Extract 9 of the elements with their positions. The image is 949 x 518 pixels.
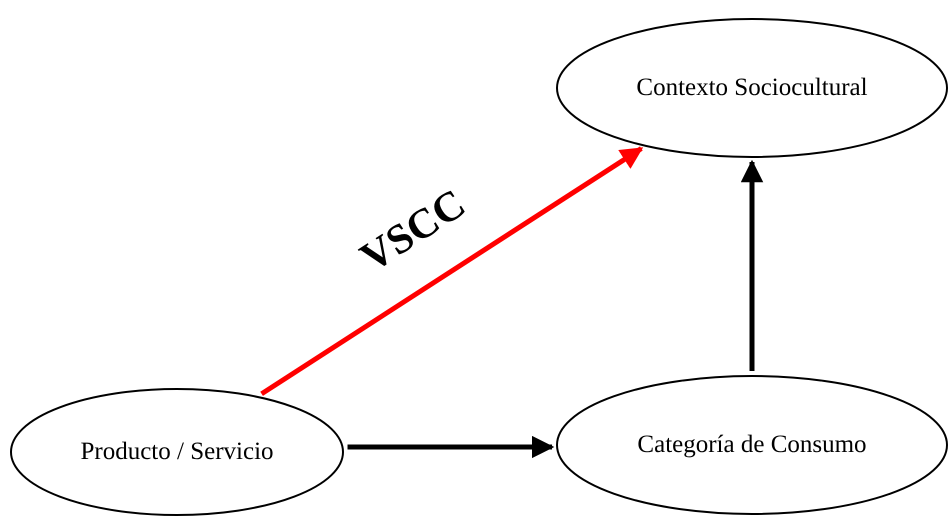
arrow	[260, 146, 644, 396]
arrow	[740, 160, 764, 371]
arrow	[348, 436, 554, 458]
node-label: Producto / Servicio	[80, 438, 274, 466]
ellipse-node	[556, 18, 948, 158]
node-label: Contexto Sociocultural	[636, 74, 868, 102]
node-label: Categoría de Consumo	[637, 431, 867, 459]
ellipse-node	[556, 375, 948, 515]
ellipse-node	[10, 388, 344, 516]
